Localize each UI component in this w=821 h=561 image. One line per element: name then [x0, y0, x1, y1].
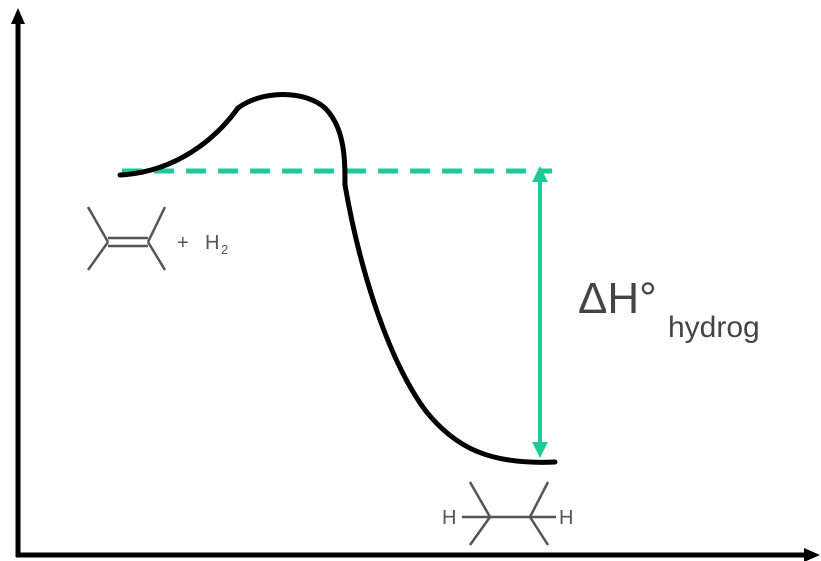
reactant-plus-sign: + [177, 232, 189, 254]
alkene-structure [86, 206, 167, 271]
hydrogen-label: H [205, 232, 219, 254]
product-right-h: H [559, 507, 573, 529]
delta-h-arrowhead-bottom [532, 442, 548, 458]
x-axis-arrowhead [804, 548, 820, 561]
product-left-h: H [442, 507, 456, 529]
delta-h-subscript: hydrog [668, 311, 760, 344]
delta-h-arrowhead-top [532, 166, 548, 182]
y-axis-arrowhead [11, 8, 25, 24]
delta-h-symbol: ΔH° [578, 274, 657, 323]
hydrogen-subscript: 2 [221, 242, 228, 257]
reaction-energy-curve [117, 92, 558, 465]
alkane-structure [462, 481, 556, 546]
